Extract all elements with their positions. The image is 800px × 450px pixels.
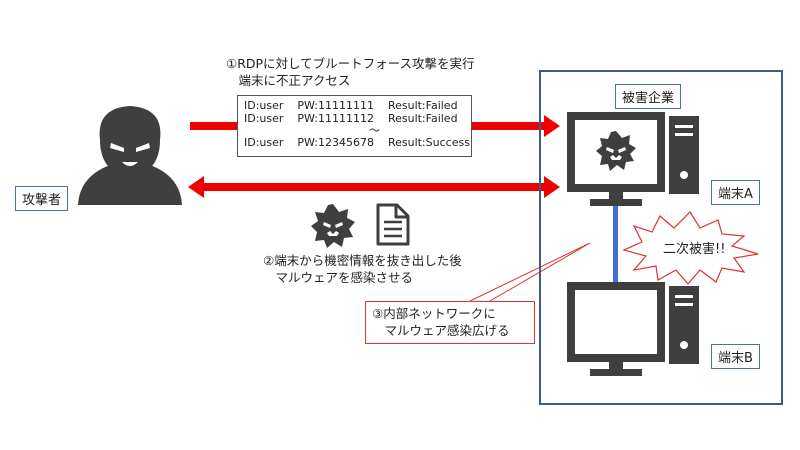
victim-company-boundary (539, 70, 783, 405)
network-link (613, 205, 618, 285)
attack-arrow-shaft-left (190, 122, 237, 130)
company-label: 被害企業 (615, 84, 682, 109)
virus-icon (311, 204, 355, 248)
step2-line2: マルウェアを感染させる (263, 270, 414, 285)
attack-arrow-right (472, 115, 560, 137)
log-ellipsis: ～ (369, 124, 380, 137)
step3-line2: マルウェア感染広げる (372, 323, 510, 338)
terminal-b-label: 端末B (711, 344, 760, 369)
exfiltration-double-arrow (188, 176, 560, 198)
log-line: ID:user PW:11111111 Result:Failed (244, 99, 458, 112)
step3-line1: ③内部ネットワークに (372, 306, 496, 321)
attacker-icon (78, 106, 182, 205)
terminal-b-monitor-icon (567, 282, 665, 376)
step1-text: ①RDPに対してブルートフォース攻撃を実行 端末に不正アクセス (226, 55, 475, 89)
step3-callout: ③内部ネットワークに マルウェア感染広げる (365, 301, 535, 344)
terminal-a-label: 端末A (711, 180, 760, 205)
document-icon (376, 203, 410, 246)
step1-line1: ①RDPに対してブルートフォース攻撃を実行 (226, 56, 475, 71)
terminal-a-virus-icon (596, 131, 636, 171)
step2-line1: ②端末から機密情報を抜き出した後 (263, 253, 462, 268)
step1-line2: 端末に不正アクセス (226, 73, 351, 88)
login-attempt-log: ID:user PW:11111111 Result:Failed ID:use… (237, 95, 472, 157)
damage-burst-shape (622, 211, 759, 285)
terminal-a-tower-icon (669, 116, 699, 194)
log-line-success: ID:user PW:12345678 Result:Success (244, 136, 470, 149)
log-line: ID:user PW:11111112 Result:Failed (244, 112, 458, 125)
step2-text: ②端末から機密情報を抜き出した後 マルウェアを感染させる (263, 252, 462, 286)
attacker-label: 攻撃者 (15, 186, 69, 211)
terminal-b-tower-icon (669, 286, 699, 364)
callout-pointer (469, 242, 591, 302)
secondary-damage-label: 二次被害!! (663, 242, 726, 257)
